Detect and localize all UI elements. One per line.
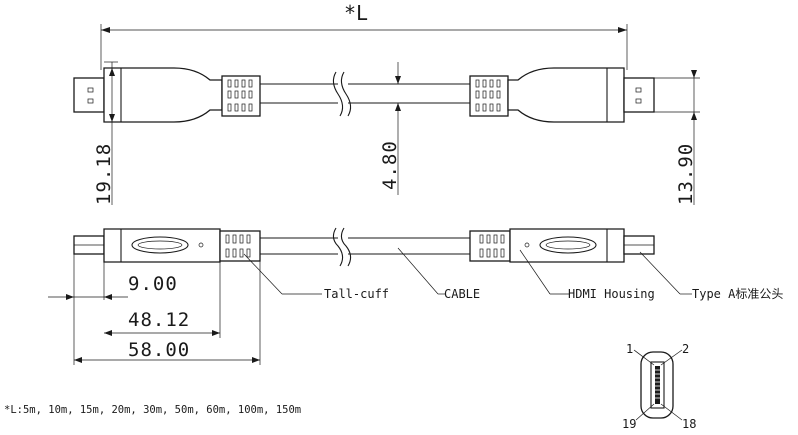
total-length-label: 58.00 <box>128 339 190 361</box>
overall-length-dimension: *L <box>100 1 628 70</box>
length-options-note: *L:5m, 10m, 15m, 20m, 30m, 50m, 60m, 100… <box>4 404 301 416</box>
housing-label: HDMI Housing <box>568 287 655 301</box>
cuff-length-label: 48.12 <box>128 309 190 331</box>
left-housing-top <box>103 67 223 123</box>
connector-face: 1 2 19 18 <box>622 342 696 431</box>
pin-1-label: 1 <box>626 342 633 356</box>
cable-label: CABLE <box>444 287 480 301</box>
pin-2-label: 2 <box>682 342 689 356</box>
side-view: 9.00 48.12 58.00 Tall-cuff CABLE HDMI Ho… <box>48 227 783 365</box>
cable-diameter-label: 4.80 <box>379 140 401 190</box>
plug-length-label: 9.00 <box>128 273 178 295</box>
tail-cuff-label: Tall-cuff <box>324 287 389 301</box>
pin-18-label: 18 <box>682 417 696 431</box>
pin-19-label: 19 <box>622 417 636 431</box>
right-housing-side <box>509 228 625 263</box>
right-plug-tip <box>623 77 655 113</box>
plug-height-label: 13.90 <box>675 143 697 205</box>
overall-length-label: *L <box>344 1 368 25</box>
top-view: *L 4.80 <box>73 1 700 205</box>
right-housing-top <box>507 67 625 123</box>
left-plug-tip <box>73 77 105 113</box>
connector-height-label: 19.18 <box>93 143 115 205</box>
type-label: Type A标准公头 <box>692 287 783 301</box>
